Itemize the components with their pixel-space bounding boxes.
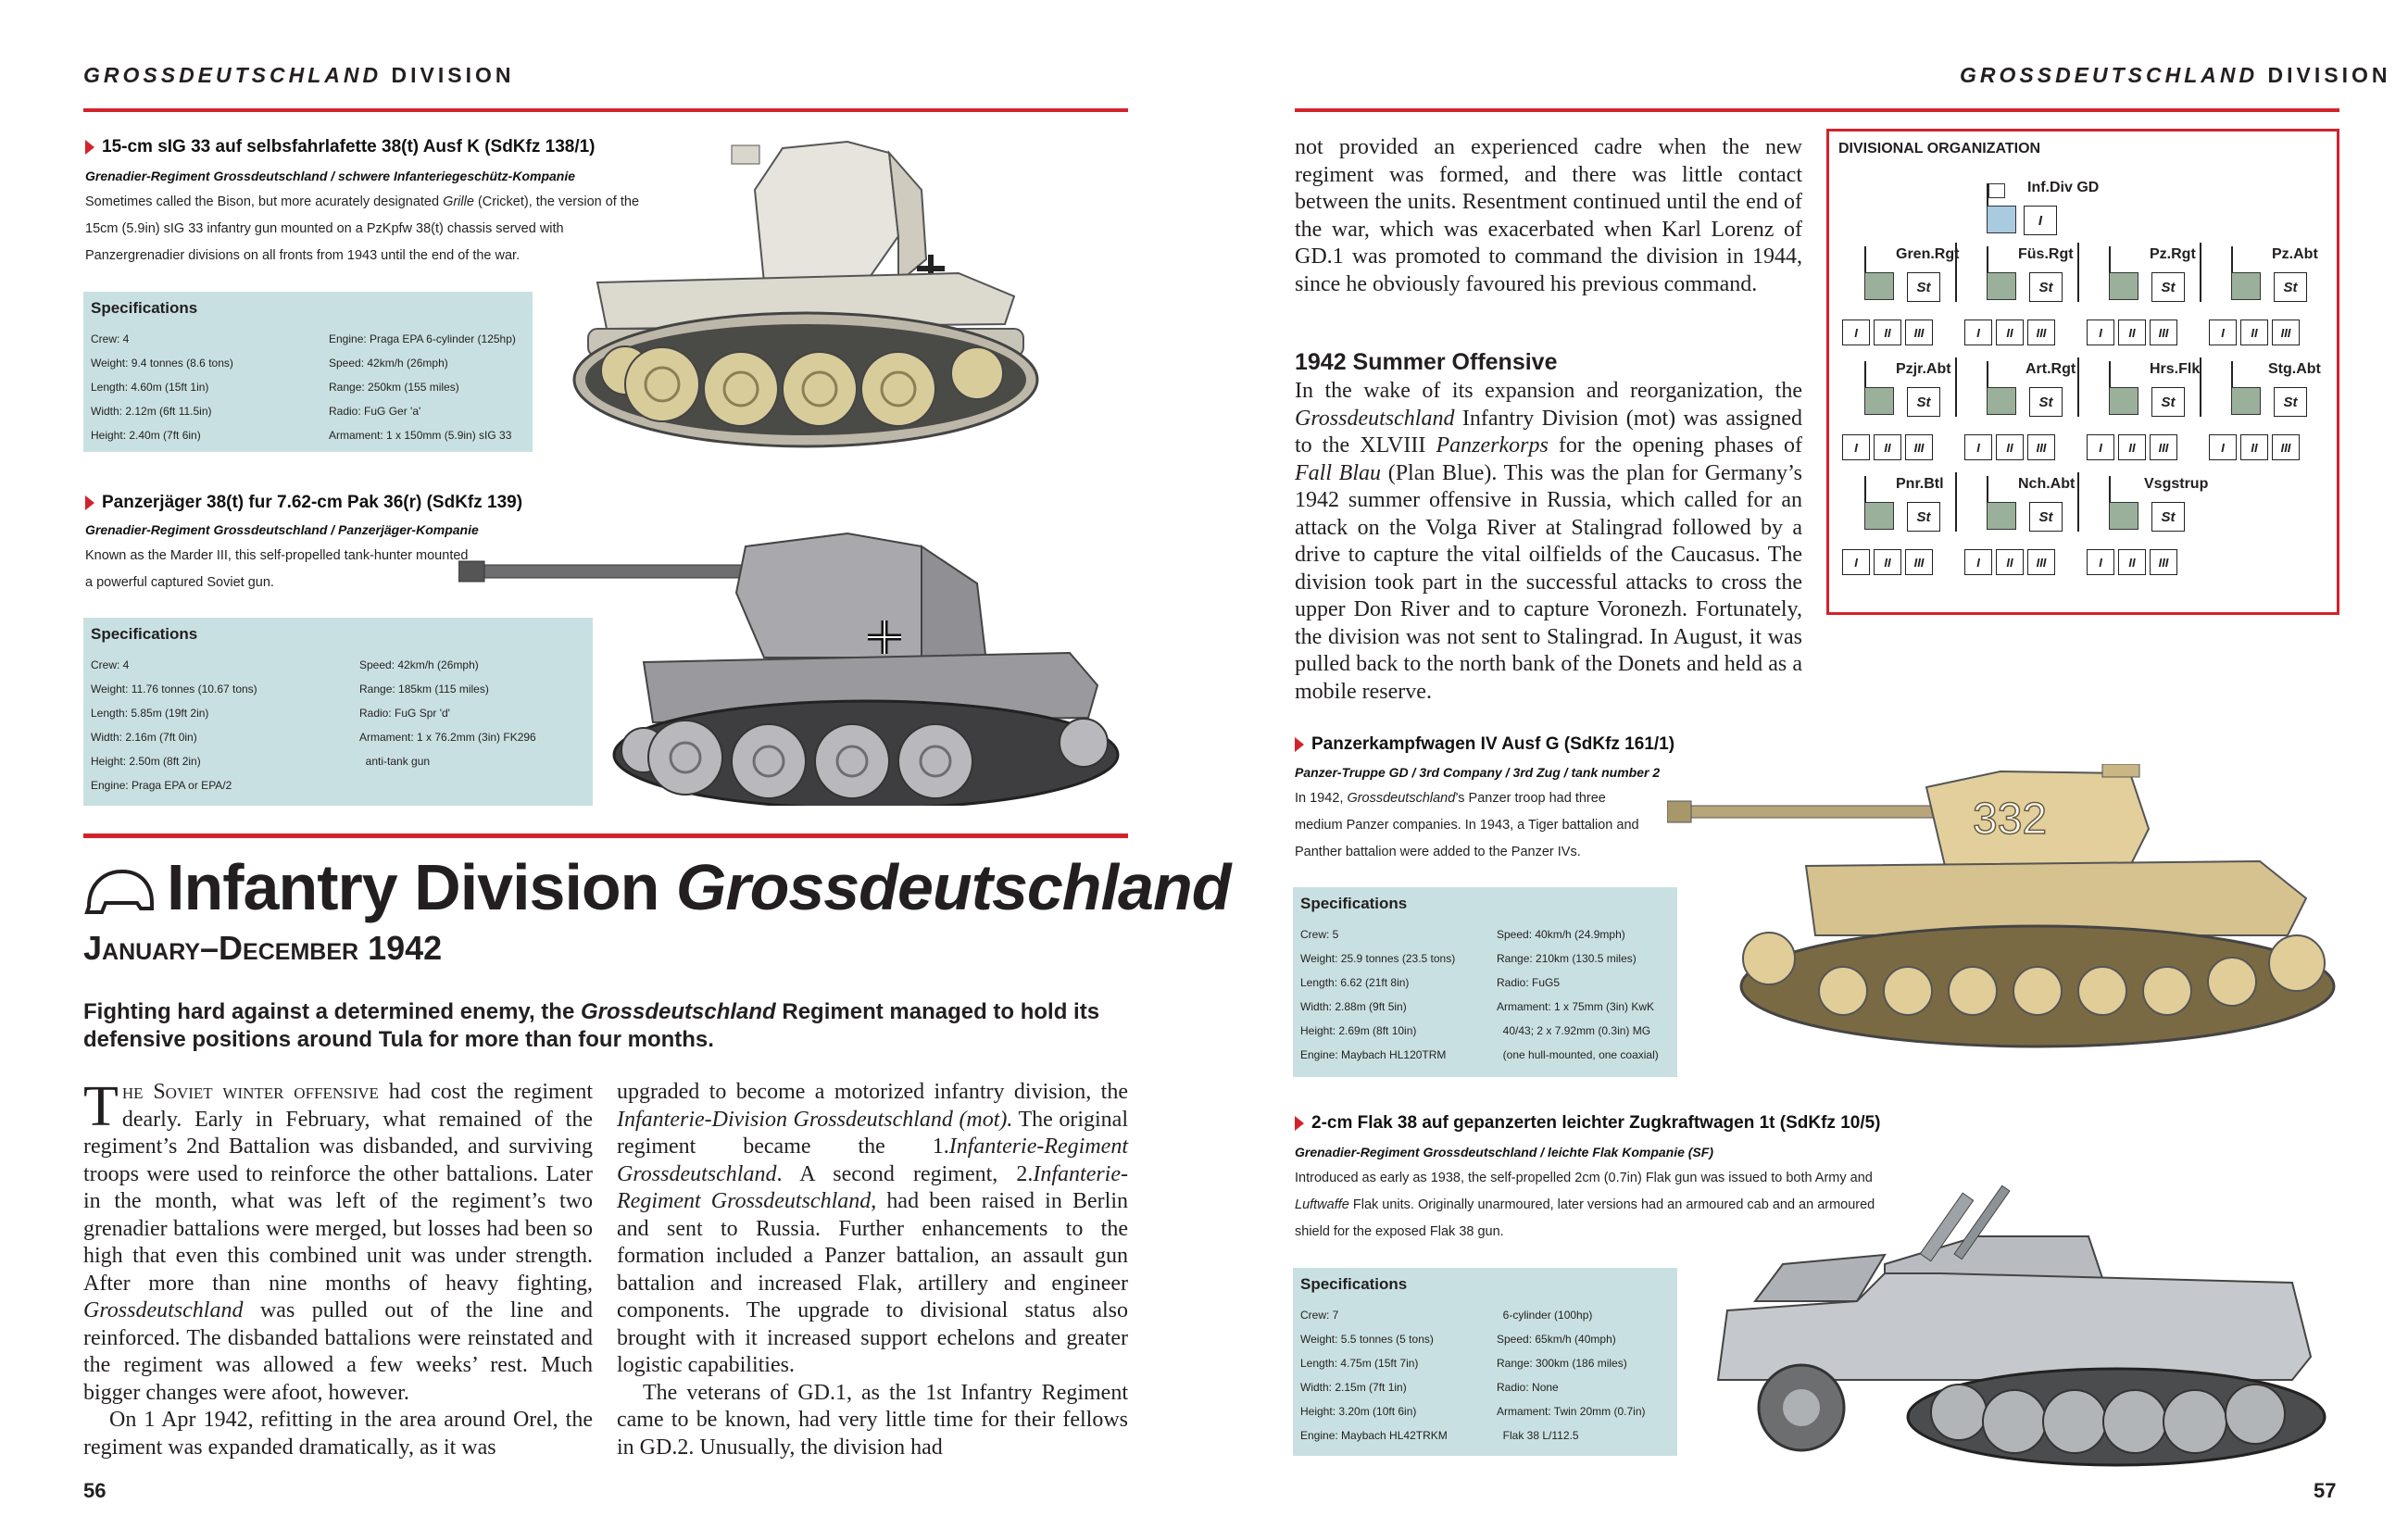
bullet-triangle-icon bbox=[85, 140, 94, 155]
vehicle4-spec-box: Specifications Crew: 7 Weight: 5.5 tonne… bbox=[1293, 1268, 1677, 1456]
header-rule-left bbox=[83, 108, 1128, 112]
unit-flag-icon bbox=[2231, 387, 2261, 415]
helmet-icon bbox=[84, 869, 154, 914]
spec-right-col: 6-cylinder (100hp) Speed: 65km/h (40mph)… bbox=[1497, 1309, 1646, 1442]
unit-flag-icon bbox=[1864, 272, 1894, 300]
org-unit-gren-rgt: Gren.Rgt bbox=[1896, 246, 1960, 262]
grille-illustration bbox=[572, 140, 1039, 448]
spec-right-col: Speed: 40km/h (24.9mph) Range: 210km (13… bbox=[1497, 928, 1659, 1061]
vehicle2-spec-box: Specifications Crew: 4 Weight: 11.76 ton… bbox=[83, 618, 593, 806]
page-number-right: 57 bbox=[2314, 1479, 2337, 1502]
spec-title: Specifications bbox=[1300, 895, 1408, 912]
hq-flag-icon bbox=[1987, 206, 2016, 233]
vehicle3-title: Panzerkampfwagen IV Ausf G (SdKfz 161/1) bbox=[1295, 734, 1674, 755]
org-unit-stg-abt: Stg.Abt bbox=[2268, 361, 2321, 377]
vehicle1-spec-box: Specifications Crew: 4 Weight: 9.4 tonne… bbox=[83, 292, 533, 452]
panzer-iv-illustration: 332 bbox=[1667, 764, 2336, 1048]
tank-number: 332 bbox=[1973, 795, 2047, 844]
running-header-left: GROSSDEUTSCHLAND DIVISION bbox=[83, 63, 515, 87]
spec-left-col: Crew: 5 Weight: 25.9 tonnes (23.5 tons) … bbox=[1300, 928, 1456, 1061]
vehicle4-unit: Grenadier-Regiment Grossdeutschland / le… bbox=[1295, 1145, 1713, 1159]
org-hq-label: Inf.Div GD bbox=[2027, 180, 2100, 195]
unit-flag-icon bbox=[1864, 387, 1894, 415]
spec-left-col: Crew: 7 Weight: 5.5 tonnes (5 tons) Leng… bbox=[1300, 1309, 1448, 1442]
spec-right-col: Engine: Praga EPA 6-cylinder (125hp) Spe… bbox=[329, 332, 516, 442]
chapter-subtitle: January–December 1942 bbox=[83, 929, 443, 967]
divisional-organization-chart: DIVISIONAL ORGANIZATION Inf.Div GD I Gre… bbox=[1826, 129, 2339, 615]
intro-paragraph: Fighting hard against a determined enemy… bbox=[83, 999, 1100, 1052]
unit-flag-icon bbox=[2109, 387, 2138, 415]
spec-left-col: Crew: 4 Weight: 11.76 tonnes (10.67 tons… bbox=[91, 658, 257, 792]
running-header-right: GROSSDEUTSCHLAND DIVISION bbox=[1960, 63, 2391, 87]
unit-flag-icon bbox=[2109, 272, 2138, 300]
bullet-triangle-icon bbox=[1295, 737, 1304, 752]
page-number-left: 56 bbox=[83, 1479, 107, 1502]
body-column-2: upgraded to become a motorized infantry … bbox=[617, 1080, 1129, 1460]
vehicle3-unit: Panzer-Truppe GD / 3rd Company / 3rd Zug… bbox=[1295, 765, 1661, 780]
vehicle4-title: 2-cm Flak 38 auf gepanzerten leichter Zu… bbox=[1295, 1113, 1881, 1134]
vehicle3-description: In 1942, Grossdeutschland’s Panzer troop… bbox=[1295, 791, 1639, 859]
org-hq-box: I bbox=[2024, 206, 2057, 235]
bullet-triangle-icon bbox=[1295, 1116, 1304, 1131]
vehicle1-title: 15-cm sIG 33 auf selbsfahrlafette 38(t) … bbox=[85, 137, 596, 157]
vehicle2-description: Known as the Marder III, this self-prope… bbox=[85, 548, 469, 590]
org-unit-art-rgt: Art.Rgt bbox=[2025, 361, 2076, 377]
org-unit-pz-rgt: Pz.Rgt bbox=[2150, 246, 2196, 262]
unit-flag-icon bbox=[2109, 502, 2138, 530]
unit-flag-icon bbox=[1987, 387, 2016, 415]
org-unit-nch-abt: Nch.Abt bbox=[2018, 476, 2076, 492]
marder-illustration bbox=[458, 532, 1120, 806]
spec-title: Specifications bbox=[1300, 1275, 1408, 1293]
org-unit-hrs-flk: Hrs.Flk bbox=[2150, 361, 2201, 377]
vehicle2-unit: Grenadier-Regiment Grossdeutschland / Pa… bbox=[85, 522, 479, 537]
title-rule bbox=[83, 833, 1128, 838]
vehicle1-description: Sometimes called the Bison, but more acu… bbox=[85, 194, 640, 263]
spec-right-col: Speed: 42km/h (26mph) Range: 185km (115 … bbox=[359, 658, 536, 768]
org-unit-fus-rgt: Füs.Rgt bbox=[2018, 246, 2074, 262]
org-unit-pnr-btl: Pnr.Btl bbox=[1896, 476, 1944, 492]
vehicle1-unit: Grenadier-Regiment Grossdeutschland / sc… bbox=[85, 169, 576, 183]
unit-flag-icon bbox=[1864, 502, 1894, 530]
org-unit-pz-abt: Pz.Abt bbox=[2272, 246, 2318, 262]
spec-title: Specifications bbox=[91, 299, 198, 317]
org-unit-vsgstrup: Vsgstrup bbox=[2144, 476, 2209, 492]
unit-flag-icon bbox=[1987, 502, 2016, 530]
unit-flag-icon bbox=[2231, 272, 2261, 300]
drop-cap: T bbox=[83, 1075, 119, 1138]
section-heading: 1942 Summer Offensive bbox=[1295, 349, 1558, 375]
vehicle3-spec-box: Specifications Crew: 5 Weight: 25.9 tonn… bbox=[1293, 887, 1677, 1077]
org-chart-title: DIVISIONAL ORGANIZATION bbox=[1838, 141, 2041, 157]
spec-left-col: Crew: 4 Weight: 9.4 tonnes (8.6 tons) Le… bbox=[91, 332, 233, 442]
right-body-text-1: not provided an experienced cadre when t… bbox=[1295, 135, 1802, 296]
org-unit-pzjr-abt: Pzjr.Abt bbox=[1896, 361, 1951, 377]
vehicle2-title: Panzerjäger 38(t) fur 7.62-cm Pak 36(r) … bbox=[85, 493, 522, 513]
unit-flag-icon bbox=[1987, 272, 2016, 300]
vehicle4-description: Introduced as early as 1938, the self-pr… bbox=[1295, 1171, 1875, 1239]
pennant-icon bbox=[1988, 183, 2005, 198]
flak-halftrack-illustration bbox=[1716, 1184, 2326, 1467]
chapter-title: Infantry Division Grossdeutschland bbox=[167, 851, 1231, 923]
spec-title: Specifications bbox=[91, 625, 198, 643]
right-body-text-2: In the wake of its expansion and reorgan… bbox=[1295, 379, 1802, 704]
header-rule-right bbox=[1295, 108, 2339, 112]
bullet-triangle-icon bbox=[85, 495, 94, 510]
